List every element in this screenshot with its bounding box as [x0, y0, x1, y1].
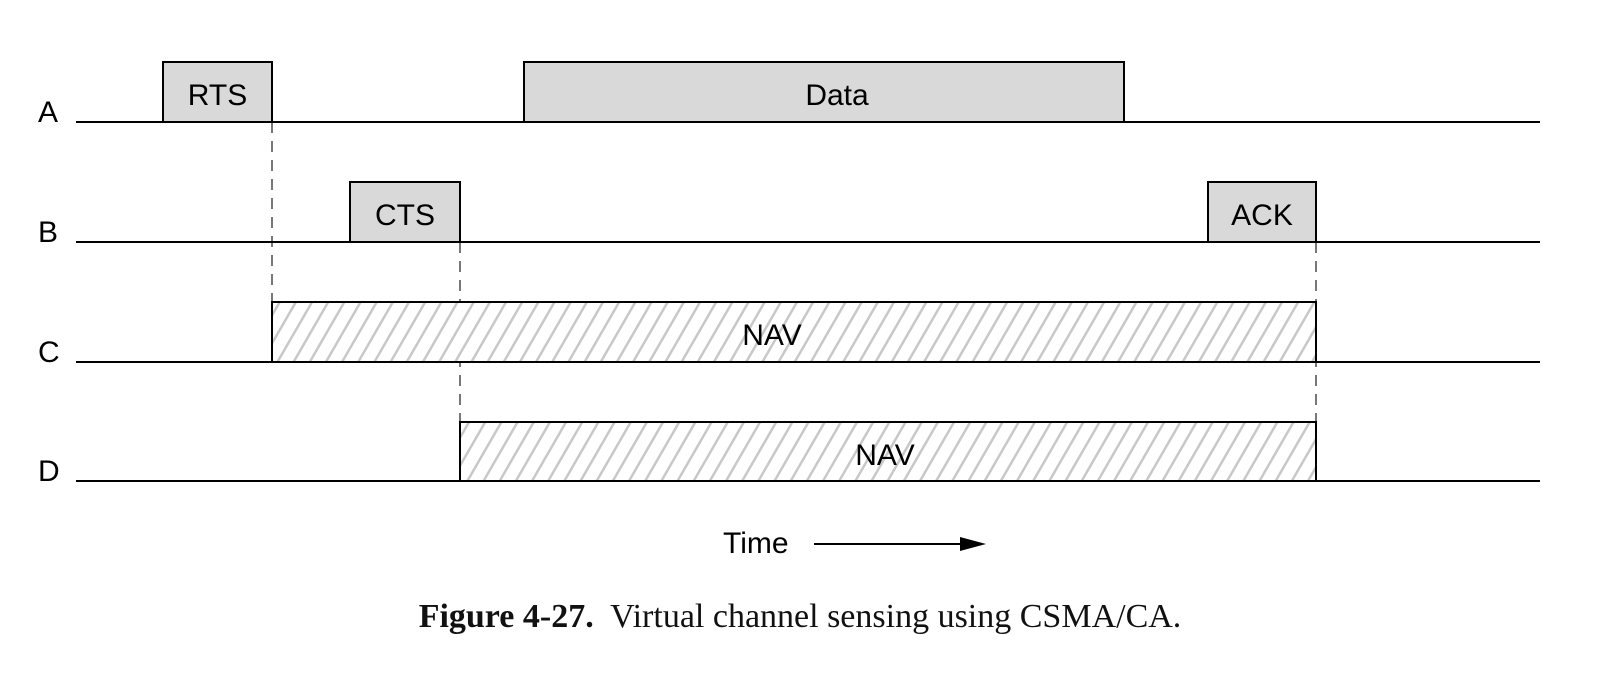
frame-ack-label: ACK [1231, 199, 1293, 232]
row-c: C NAV [38, 301, 1540, 369]
time-label: Time [723, 527, 789, 560]
frame-data-label: Data [805, 79, 869, 112]
figure-number: Figure 4-27. [418, 598, 594, 635]
row-label-a: A [38, 96, 58, 129]
frame-rts-label: RTS [188, 79, 247, 112]
time-indicator: Time [723, 527, 986, 560]
figure-caption: Figure 4-27. Virtual channel sensing usi… [0, 598, 1600, 636]
row-b: B CTS ACK [38, 181, 1540, 249]
nav-d-label: NAV [855, 439, 914, 472]
row-label-c: C [38, 336, 60, 369]
nav-block-d: NAV [459, 421, 1317, 482]
dashed-reference-lines [271, 122, 1317, 422]
frame-cts: CTS [349, 181, 461, 243]
nav-block-c: NAV [271, 301, 1317, 363]
nav-c-label: NAV [742, 319, 801, 352]
frame-ack: ACK [1207, 181, 1317, 243]
row-a: A RTS Data [38, 61, 1540, 129]
frame-cts-label: CTS [375, 199, 435, 232]
time-arrow-head [960, 537, 986, 551]
row-label-b: B [38, 216, 58, 249]
row-d: D NAV [38, 421, 1540, 488]
row-label-d: D [38, 455, 60, 488]
frame-rts: RTS [162, 61, 273, 123]
frame-data: Data [523, 61, 1125, 123]
figure-caption-text: Virtual channel sensing using CSMA/CA. [610, 598, 1182, 635]
